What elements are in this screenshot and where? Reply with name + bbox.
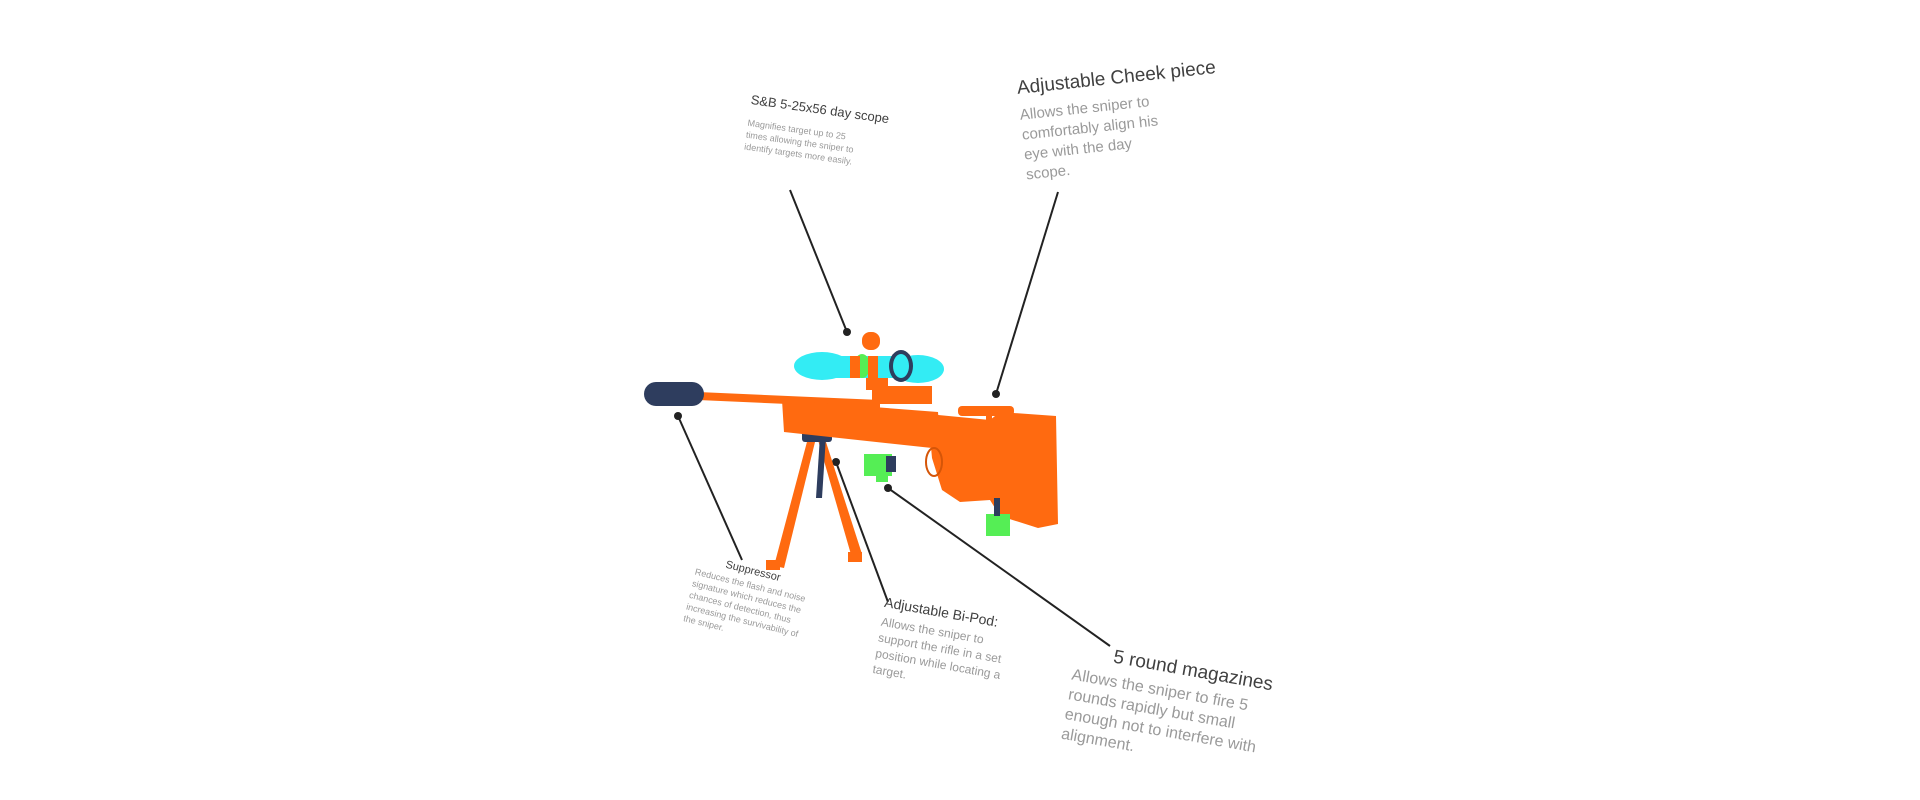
leader-dot-scope [843, 328, 851, 336]
scope-mount [866, 376, 888, 390]
callout-cheek-description: Allows the sniper to comfortably align h… [1019, 93, 1159, 184]
leader-dot-suppressor [674, 412, 682, 420]
leader-lines [677, 189, 1111, 647]
cheek-piece [958, 406, 1014, 416]
scope-turret [862, 332, 880, 350]
leader-dot-magazines [884, 484, 892, 492]
scope [794, 350, 944, 383]
leader-dot-bipod [832, 458, 840, 466]
callout-cheek-piece: Adjustable Cheek piece Allows the sniper… [1016, 57, 1217, 185]
stock [928, 412, 1058, 528]
leader-line-bipod [835, 461, 889, 603]
grip-emblem [925, 447, 943, 477]
magazine [864, 454, 892, 476]
cheek-piece-post [986, 412, 992, 428]
leader-line-cheek [995, 191, 1059, 395]
leader-line-scope [789, 189, 848, 333]
barrel [698, 392, 880, 408]
leader-dot-cheek [992, 390, 1000, 398]
suppressor [644, 382, 704, 406]
monopod [986, 514, 1010, 536]
leader-line-magazines [887, 487, 1111, 647]
receiver [782, 400, 940, 448]
leader-dots [674, 328, 1000, 492]
bipod [766, 430, 862, 570]
leader-line-suppressor [677, 415, 743, 561]
